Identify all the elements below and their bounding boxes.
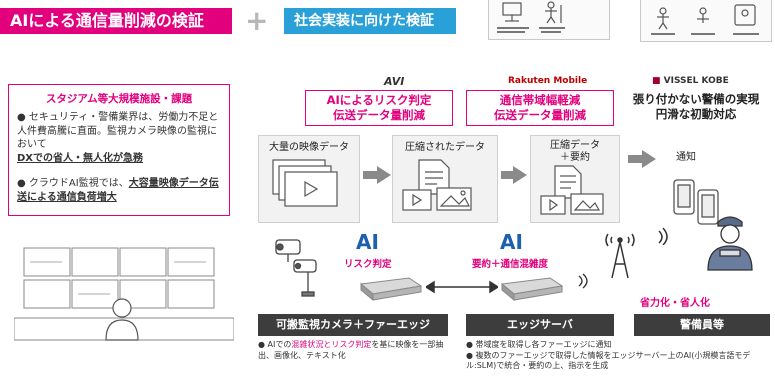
stage-large-video-label: 大量の映像データ	[269, 142, 349, 153]
bandwidth-line2: 伝送データ量削減	[494, 108, 586, 122]
banner-social-implementation: 社会実装に向けた検証	[284, 8, 456, 34]
issue-2-highlight: 大容量映像データ伝送による通信負荷増大	[17, 178, 219, 203]
label-camera-far-edge: 可搬監視カメラ＋ファーエッジ	[258, 314, 448, 336]
security-guard-illustration	[700, 210, 760, 272]
issue-2-text: クラウドAI監視では、	[28, 178, 129, 189]
vissel-kobe-text: VISSEL KOBE	[663, 76, 729, 86]
note-edge-server-line2: ● 複数のファーエッジで取得した情報をエッジサーバー上のAI(小規模言語モデル:…	[466, 350, 751, 371]
risk-judgement-box: AIによるリスク判定 伝送データ量削減	[305, 90, 453, 126]
ai-label-edge: AI	[356, 230, 379, 254]
person-scan-icon-group	[651, 4, 759, 35]
issue-bullet-1: ● セキュリティ・警備業界は、労働力不足と人件費高騰に直面。監視カメラ映像の監視…	[17, 111, 221, 165]
bullet-dot: ●	[17, 112, 29, 123]
bandwidth-box: 通信帯域幅軽減 伝送データ量削減	[466, 90, 614, 126]
issues-panel: スタジアム等大規模施設・課題 ● セキュリティ・警備業界は、労働力不足と人件費高…	[8, 84, 230, 216]
note-far-edge-post: を基に映像を一部抽出、画像化、テキスト化	[258, 340, 444, 360]
bandwidth-line1: 通信帯域幅軽減	[499, 93, 581, 107]
ai-label-server-sub: 要約＋通信混雑度	[472, 259, 549, 270]
flow-arrow-2	[501, 166, 527, 184]
vissel-kobe-logo: ■ VISSEL KOBE	[652, 76, 729, 86]
control-room-illustration	[14, 240, 234, 370]
double-arrow-icon	[426, 280, 498, 294]
stage-compressed-label: 圧縮されたデータ	[405, 142, 485, 153]
smartphones-illustration	[668, 176, 728, 236]
bullet-dot: ●	[17, 178, 29, 189]
label-edge-server: エッジサーバ	[466, 314, 614, 336]
rakuten-mobile-logo: Rakuten Mobile	[508, 76, 588, 86]
ai-label-edge-sub: リスク判定	[344, 259, 392, 270]
stage-summary-label-2: ＋要約	[560, 152, 590, 163]
surveillance-camera-illustration	[272, 236, 332, 298]
flow-arrow-1	[363, 166, 391, 184]
document-image-icon	[402, 159, 472, 211]
bullet-dot: ●	[466, 350, 476, 360]
ai-label-server: AI	[500, 230, 523, 254]
edge-server-device	[496, 272, 566, 302]
labor-saving-label: 省力化・省人化	[640, 298, 710, 309]
security-goal-line2: 円滑な初動対応	[655, 107, 737, 121]
stage-summary-label-1: 圧縮データ	[550, 140, 600, 151]
bullet-dot: ●	[258, 340, 268, 349]
risk-judgement-line1: AIによるリスク判定	[326, 93, 432, 107]
video-stack-icon	[272, 159, 338, 207]
security-guard-icon	[707, 216, 753, 271]
note-edge-server-line1: ● 帯域度を取得し各ファーエッジに通知	[466, 340, 612, 349]
stage-notify-label: 通知	[676, 152, 696, 163]
note-far-edge-pre: AIでの	[267, 340, 292, 349]
edge-box-icon	[359, 277, 423, 302]
bidirectional-arrow	[426, 280, 498, 294]
issue-1-text: セキュリティ・警備業界は、労働力不足と人件費高騰に直面。監視カメラ映像の監視にお…	[17, 112, 219, 150]
server-box-icon	[500, 277, 564, 302]
label-security-staff: 警備員等	[634, 314, 770, 336]
note-edge-server: ● 帯域度を取得し各ファーエッジに通知 ● 複数のファーエッジで取得した情報をエ…	[466, 340, 770, 372]
stage-compressed: 圧縮されたデータ	[392, 135, 498, 223]
plus-sign: +	[245, 4, 269, 37]
risk-judgement-line2: 伝送データ量削減	[333, 108, 425, 122]
issue-1-highlight: DXでの省人・無人化が急務	[17, 152, 144, 164]
security-goal-box: 張り付かない警備の実現 円滑な初動対応	[622, 90, 770, 126]
stage-large-video: 大量の映像データ	[258, 135, 360, 223]
far-edge-device	[355, 272, 425, 302]
stage-compressed-summary: 圧縮データ ＋要約	[530, 135, 620, 223]
avi-logo: AVI	[384, 75, 405, 88]
control-room-icon	[14, 247, 234, 341]
top-illustration-1	[488, 0, 610, 40]
camera-icon	[275, 239, 317, 297]
flow-arrow-3	[628, 150, 656, 168]
summary-document-icon	[540, 165, 604, 215]
top-illustration-2	[640, 0, 772, 42]
antenna-tower-icon	[598, 228, 642, 280]
people-icon-group	[497, 1, 565, 33]
banner-ai-traffic-reduction: AIによる通信量削減の検証	[0, 8, 232, 34]
issues-panel-title: スタジアム等大規模施設・課題	[45, 93, 193, 105]
signal-wave-icon	[655, 225, 675, 245]
bullet-dot: ●	[466, 340, 476, 349]
security-goal-line1: 張り付かない警備の実現	[632, 92, 760, 106]
smartphone-icon	[673, 179, 719, 225]
issue-bullet-2: ● クラウドAI監視では、大容量映像データ伝送による通信負荷増大	[17, 177, 221, 204]
note-far-edge: ● AIでの混雑状況とリスク判定を基に映像を一部抽出、画像化、テキスト化	[258, 340, 454, 361]
wifi-signal-icon	[575, 272, 593, 290]
note-far-edge-highlight: 混雑状況とリスク判定	[291, 340, 372, 349]
vissel-shield-icon: ■	[652, 76, 664, 86]
